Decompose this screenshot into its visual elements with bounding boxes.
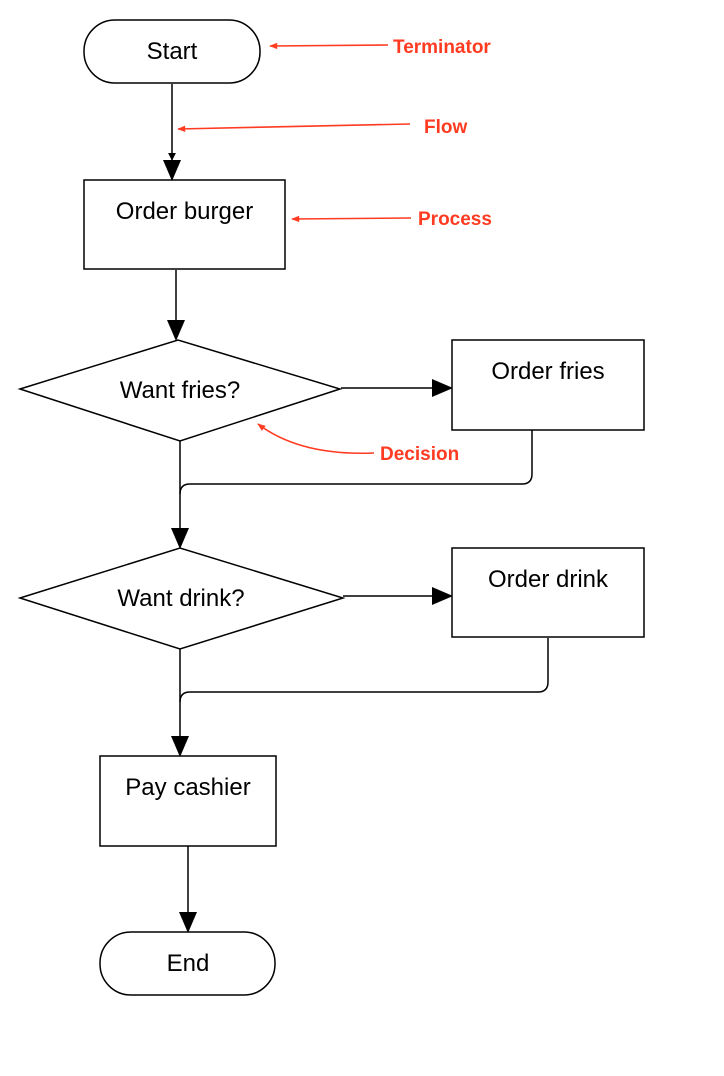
annotation-decision: Decision xyxy=(257,423,459,465)
arrowhead-order-burger-to-want-fries xyxy=(167,320,185,341)
want-fries-decision: Want fries? xyxy=(17,339,343,442)
arrowhead-pay-cashier-to-end xyxy=(179,912,197,933)
want-drink-decision: Want drink? xyxy=(17,547,346,650)
pay-cashier-label: Pay cashier xyxy=(125,774,250,801)
flow-order-drink-merge xyxy=(179,638,549,703)
annotation-flow-label: Flow xyxy=(424,117,467,138)
want-drink-label: Want drink? xyxy=(117,585,244,612)
arrowhead-want-drink-to-order-drink xyxy=(432,587,453,605)
arrowhead-to-want-drink xyxy=(171,528,189,549)
order-fries-label: Order fries xyxy=(491,358,604,385)
order-burger-label: Order burger xyxy=(116,198,253,225)
order-drink-label: Order drink xyxy=(488,566,609,593)
want-fries-label: Want fries? xyxy=(120,377,240,404)
annotation-process-label: Process xyxy=(418,209,492,230)
annotation-process-arrow xyxy=(291,215,412,223)
order-fries-process: Order fries xyxy=(451,339,645,431)
flow-order-fries-merge xyxy=(179,430,533,495)
annotation-flow: Flow xyxy=(177,117,467,138)
annotation-decision-arrow xyxy=(257,423,375,455)
annotation-process: Process xyxy=(291,209,492,230)
pay-cashier-process: Pay cashier xyxy=(99,755,277,847)
annotation-decision-label: Decision xyxy=(380,444,459,465)
order-drink-process: Order drink xyxy=(451,547,645,638)
annotation-flow-arrow xyxy=(177,123,411,133)
end-terminator: End xyxy=(99,931,276,996)
arrowhead-start-to-order-burger xyxy=(163,160,181,181)
annotation-terminator: Terminator xyxy=(269,37,491,58)
annotation-terminator-label: Terminator xyxy=(393,37,491,58)
end-label: End xyxy=(167,950,210,977)
start-terminator: Start xyxy=(83,19,261,84)
arrowhead-want-fries-to-order-fries xyxy=(432,379,453,397)
annotation-terminator-arrow xyxy=(269,42,389,50)
order-burger-process: Order burger xyxy=(83,179,286,270)
arrowhead-to-pay-cashier xyxy=(171,736,189,757)
start-label: Start xyxy=(147,38,198,65)
flow-connectors xyxy=(163,84,549,933)
